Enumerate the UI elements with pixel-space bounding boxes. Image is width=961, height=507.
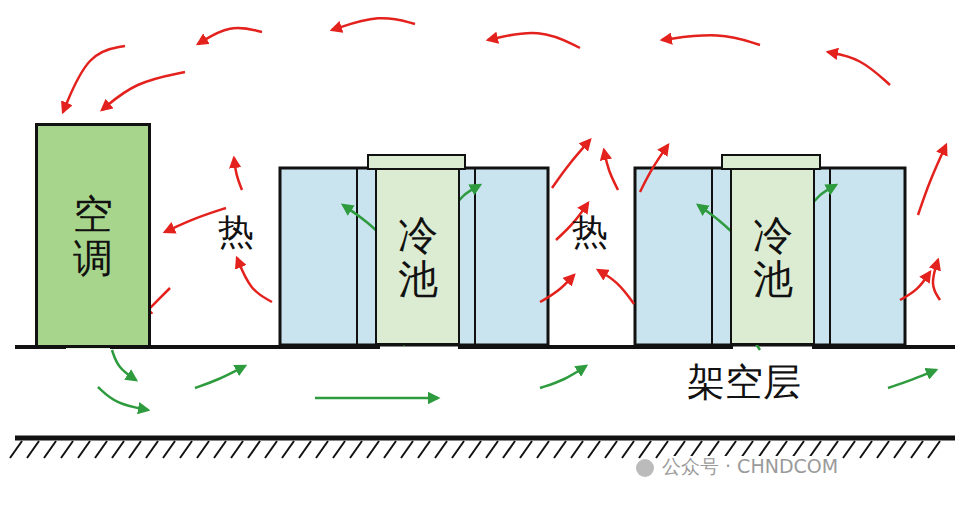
hatch-stroke (384, 441, 396, 458)
hatch-stroke (350, 441, 362, 458)
hatch-stroke (333, 441, 345, 458)
hatch-stroke (27, 441, 39, 458)
airflow-arrow (165, 208, 226, 232)
airflow-arrow (640, 145, 668, 192)
hatch-stroke (622, 441, 634, 458)
hatch-stroke (418, 441, 430, 458)
hatch-stroke (163, 441, 175, 458)
floor-segment (458, 345, 733, 349)
hatch-stroke (588, 441, 600, 458)
hatch-stroke (877, 441, 889, 458)
airflow-arrow (598, 270, 634, 304)
hatch-stroke (265, 441, 277, 458)
hatch-stroke (537, 441, 549, 458)
hatch-stroke (843, 441, 855, 458)
cabinet-divider (711, 168, 713, 345)
airflow-arrow (234, 158, 242, 190)
pool-cap (722, 155, 820, 169)
hatch-stroke (486, 441, 498, 458)
watermark-icon (636, 459, 654, 477)
airflow-arrow (488, 33, 580, 48)
raised-floor (15, 345, 955, 349)
hatch-stroke (520, 441, 532, 458)
airflow-arrow (900, 272, 930, 300)
airflow-arrow (540, 275, 574, 302)
cold-pool-cabinets (280, 155, 548, 345)
hatch-stroke (129, 441, 141, 458)
hatch-stroke (860, 441, 872, 458)
cold-pool-box: 冷池 (730, 168, 815, 345)
cabinet-divider (474, 168, 476, 345)
ground-slab (15, 436, 955, 441)
cabinet-row (635, 168, 905, 345)
pool-cap (368, 155, 465, 169)
hot-aisle-label: 热 (216, 212, 256, 252)
airflow-arrow (918, 145, 946, 215)
pool-cap (368, 155, 465, 169)
cabinet-divider (356, 168, 358, 345)
cabinet-row (280, 168, 548, 345)
hatch-stroke (10, 441, 22, 458)
hatch-stroke (299, 441, 311, 458)
air-conditioner-box: 空调 (35, 123, 151, 348)
airflow-arrow (198, 28, 262, 44)
hatch-stroke (78, 441, 90, 458)
airflow-arrow (933, 260, 940, 300)
hatch-stroke (282, 441, 294, 458)
hatch-stroke (452, 441, 464, 458)
node-label: 冷池 (753, 213, 793, 301)
hatch-stroke (401, 441, 413, 458)
floor-segment (812, 345, 955, 349)
hatch-stroke (894, 441, 906, 458)
hatch-stroke (554, 441, 566, 458)
hatch-stroke (44, 441, 56, 458)
cold-pool-box: 冷池 (375, 168, 460, 345)
airflow-arrow (662, 35, 760, 45)
cold-pool-cabinets (635, 155, 905, 345)
hatch-stroke (231, 441, 243, 458)
hatch-stroke (248, 441, 260, 458)
airflow-arrow (102, 72, 185, 110)
airflow-arrow (63, 46, 125, 112)
hatch-stroke (639, 441, 651, 458)
airflow-arrow (195, 366, 245, 388)
hatch-stroke (469, 441, 481, 458)
hatch-stroke (214, 441, 226, 458)
hatch-stroke (571, 441, 583, 458)
node-label: 空调 (73, 192, 113, 280)
hatch-stroke (435, 441, 447, 458)
hatch-stroke (61, 441, 73, 458)
hatch-stroke (503, 441, 515, 458)
hatch-stroke (605, 441, 617, 458)
node-label: 冷池 (398, 213, 438, 301)
hatch-stroke (95, 441, 107, 458)
airflow-arrow (828, 52, 890, 85)
hatch-stroke (928, 441, 940, 458)
raised-floor-label: 架空层 (685, 362, 803, 404)
airflow-arrow (112, 350, 136, 380)
cabinet-divider (829, 168, 831, 345)
airflow-arrow (552, 140, 590, 188)
hatch-stroke (146, 441, 158, 458)
hatch-stroke (911, 441, 923, 458)
airflow-arrow (888, 370, 936, 388)
airflow-arrow (604, 150, 618, 190)
airflow-arrow (540, 366, 586, 388)
hatch-stroke (180, 441, 192, 458)
airflow-arrow (98, 387, 148, 410)
watermark: 公众号 · CHNDCOM (660, 456, 840, 477)
hatch-stroke (316, 441, 328, 458)
airflow-arrow (237, 258, 272, 302)
airflow-arrow (332, 18, 415, 30)
hatch-stroke (112, 441, 124, 458)
airflow-arrow (315, 397, 438, 400)
hot-aisle-label: 热 (570, 212, 610, 252)
hatch-stroke (367, 441, 379, 458)
hatch-stroke (197, 441, 209, 458)
airflow-arrows (63, 18, 946, 410)
